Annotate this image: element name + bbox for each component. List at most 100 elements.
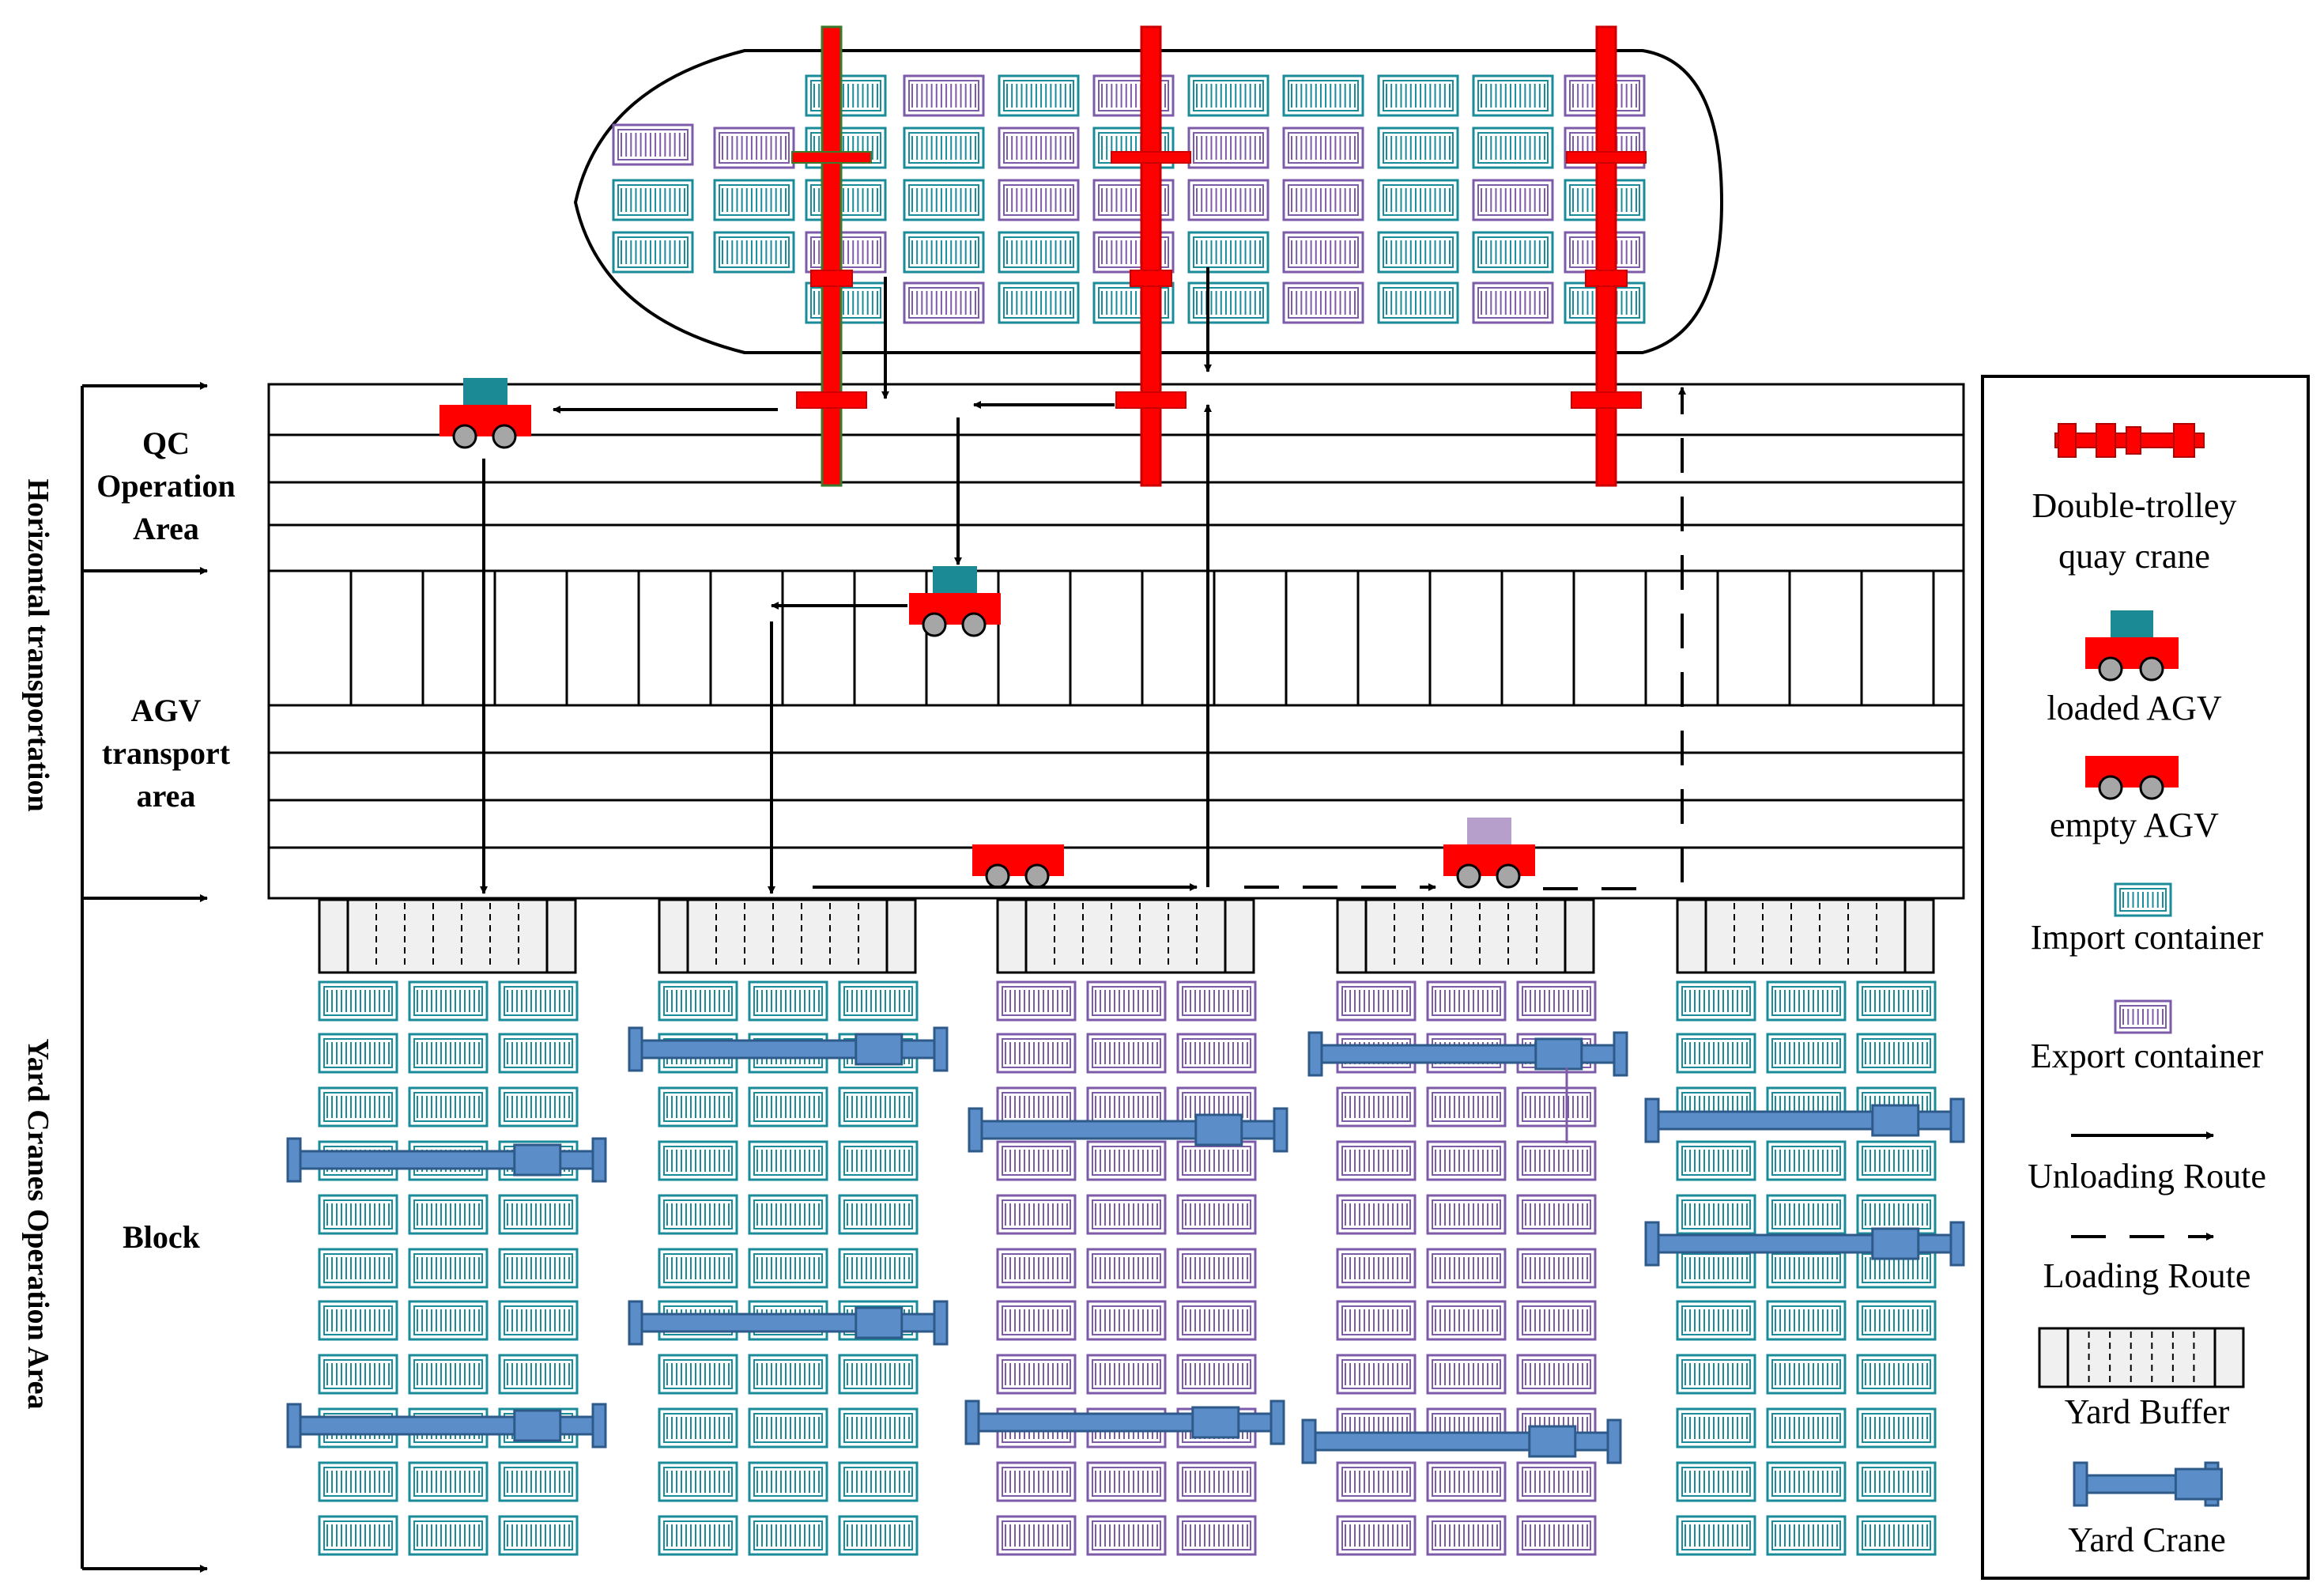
yard-crane-trolley <box>1191 1406 1240 1439</box>
yard-export-container <box>1336 1515 1417 1556</box>
yard-export-container <box>1176 1300 1257 1341</box>
legend-yard-buffer-icon <box>2038 1327 2245 1388</box>
yard-export-container <box>1336 1461 1417 1502</box>
agv-wheel <box>961 612 987 637</box>
yard-crane-leg <box>968 1107 983 1153</box>
ship-export-container <box>805 231 887 274</box>
yard-crane-leg <box>1949 1221 1965 1267</box>
yard-crane-trolley <box>855 1033 904 1066</box>
yard-import-container <box>318 1194 398 1235</box>
yard-crane-leg <box>628 1026 643 1072</box>
ship-export-container <box>1472 179 1554 221</box>
agv-cargo <box>463 378 507 405</box>
ship-import-container <box>713 231 795 274</box>
yard-import-container <box>1676 980 1756 1022</box>
terminal-frame <box>267 383 1965 900</box>
yard-crane-leg <box>1949 1097 1965 1143</box>
legend-loaded-agv-label: loaded AGV <box>2047 689 2221 727</box>
yard-export-container <box>1336 1086 1417 1128</box>
ship-import-container <box>1377 127 1459 169</box>
yard-crane-leg <box>1606 1418 1622 1464</box>
legend-quay-crane-icon <box>2054 423 2205 458</box>
yard-export-container <box>1426 1140 1507 1181</box>
quay-crane-sill-beam <box>1115 391 1187 409</box>
yard-import-container <box>748 1354 828 1395</box>
ship-import-container <box>713 179 795 221</box>
qc-label-line-3: Area <box>133 511 199 546</box>
yard-import-container <box>658 1407 738 1449</box>
quay-crane-sill-beam <box>796 391 867 409</box>
yard-crane-leg <box>1307 1031 1323 1077</box>
yard-buffer <box>996 898 1255 974</box>
yard-export-container <box>1176 980 1257 1022</box>
yard-export-container <box>1086 1300 1167 1341</box>
agv-wheel <box>985 863 1010 889</box>
yard-import-container <box>838 1086 919 1128</box>
terminal-areas <box>267 383 1965 900</box>
loaded-agv <box>440 378 531 449</box>
yard-import-container <box>498 1086 579 1128</box>
yard-export-container <box>996 1033 1077 1074</box>
agv-wheel <box>1024 863 1050 889</box>
yard-export-container <box>1516 1461 1597 1502</box>
quay-crane-leg <box>1595 25 1617 487</box>
yard-crane-trolley <box>1194 1113 1243 1146</box>
ship-import-container <box>805 281 887 324</box>
ship-export-container <box>612 123 694 166</box>
yard-import-container <box>838 1407 919 1449</box>
yard-import-container <box>658 1140 738 1181</box>
ship-import-container <box>903 179 985 221</box>
yard-crane <box>1644 1221 1965 1267</box>
yard-cranes <box>286 1026 1965 1464</box>
agv-wheel <box>922 612 947 637</box>
yard-crane <box>628 1026 949 1072</box>
ship-export-container <box>903 281 985 324</box>
quay-crane-leg <box>821 25 843 487</box>
yard-import-container <box>748 1140 828 1181</box>
yard-import-container <box>498 1354 579 1395</box>
yard-crane <box>1644 1097 1965 1143</box>
yard-buffer <box>658 898 917 974</box>
ship-import-container <box>903 231 985 274</box>
legend-unloading-route-label: Unloading Route <box>2028 1157 2266 1196</box>
yard-export-container <box>1426 1515 1507 1556</box>
yard-block-export <box>996 980 1257 1556</box>
quay-crane-trolley <box>810 270 853 287</box>
legend-yard-buffer-swatch <box>2038 1327 2245 1388</box>
yard-export-container <box>1426 1354 1507 1395</box>
quay-crane <box>1566 25 1647 487</box>
legend-yard-crane-icon <box>2073 1461 2223 1507</box>
agv-wheel <box>1456 863 1481 889</box>
yard-export-container <box>1426 1461 1507 1502</box>
yard-import-container <box>408 1086 489 1128</box>
yard-export-container <box>1086 1515 1167 1556</box>
yard-crane-trolley <box>513 1409 562 1442</box>
yard-crane <box>286 1403 607 1449</box>
yard-crane-trolley <box>1871 1104 1920 1137</box>
yard-import-container <box>748 980 828 1022</box>
legend-quay-crane-label-2: quay crane <box>2058 537 2210 576</box>
yard-export-container <box>1086 1033 1167 1074</box>
yard-crane <box>286 1137 607 1183</box>
yard-import-container <box>1766 1354 1847 1395</box>
yard-import-container <box>408 1033 489 1074</box>
yard-export-container <box>1336 1194 1417 1235</box>
yard-block-export <box>1336 980 1597 1556</box>
yard-import-container <box>658 1086 738 1128</box>
yard-cranes-operation-area-label: Yard Cranes Operation Area <box>21 1039 55 1410</box>
yard-crane-leg <box>964 1399 980 1445</box>
yard-import-container <box>408 1300 489 1341</box>
yard-crane-leg <box>286 1137 302 1183</box>
ship-export-container <box>1187 179 1270 221</box>
yard-import-container <box>1676 1194 1756 1235</box>
quay-crane-trolley <box>1130 270 1172 287</box>
yard-import-container <box>408 980 489 1022</box>
yard-export-container <box>996 1515 1077 1556</box>
yard-import-container <box>498 1461 579 1502</box>
yard-block-import <box>318 980 579 1556</box>
yard-export-container <box>996 980 1077 1022</box>
legend-quay-crane-label-1: Double-trolley <box>2032 486 2236 525</box>
yard-export-container <box>1516 1194 1597 1235</box>
legend-import-container-swatch <box>2114 882 2172 917</box>
yard-import-container <box>408 1248 489 1289</box>
